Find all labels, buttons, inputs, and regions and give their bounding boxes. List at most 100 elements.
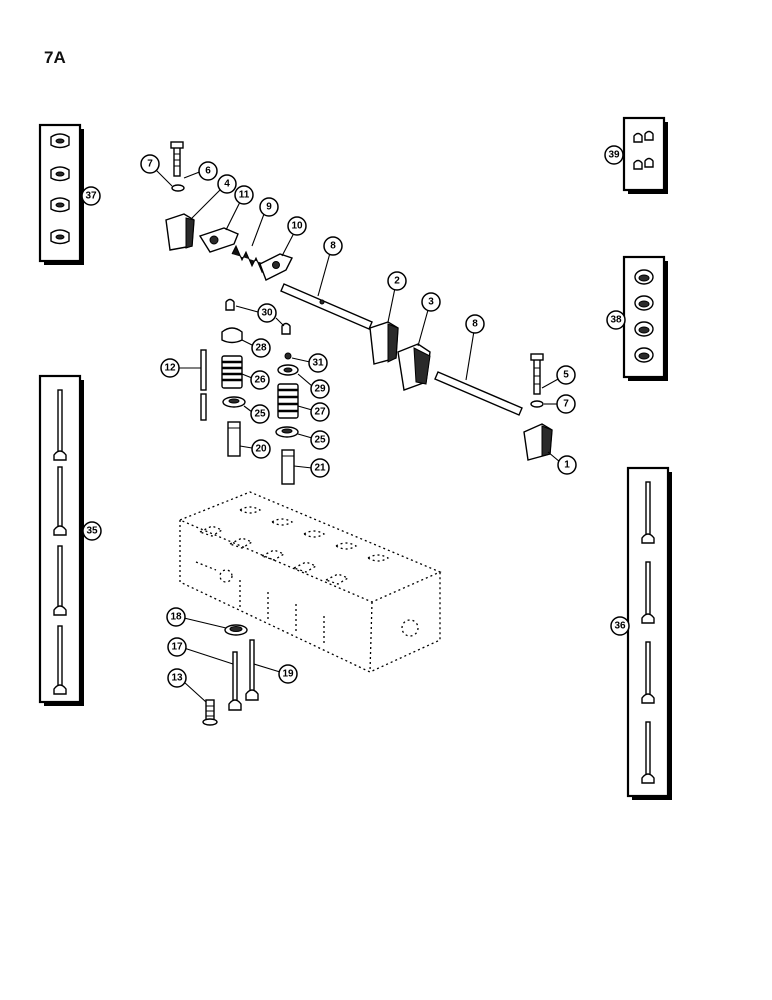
svg-text:20: 20 [255,444,267,455]
valve-icon [641,641,655,704]
page-number: 7A [44,48,66,67]
svg-text:10: 10 [291,221,303,232]
spring-retainer-part [277,364,299,376]
valve-spring-part [221,355,243,389]
callout-7-lower: 7 [556,394,576,414]
callout-12: 12 [160,358,180,378]
callout-29: 29 [310,379,330,399]
shaft-support-part [397,343,431,391]
svg-text:5: 5 [563,370,569,381]
callout-8-lower: 8 [465,314,485,334]
kit-box-38 [622,255,668,381]
svg-text:9: 9 [266,202,272,213]
callout-38: 38 [606,310,626,330]
svg-text:4: 4 [224,179,230,190]
valve-guide-part [227,421,241,457]
callout-5: 5 [556,365,576,385]
callout-8-upper: 8 [323,236,343,256]
svg-text:29: 29 [314,384,326,395]
retainer-cap-icon [50,229,70,245]
bolt-part [170,141,184,177]
svg-text:8: 8 [330,241,336,252]
valve-seat-insert-part [224,624,248,636]
valve-icon [641,481,655,544]
retainer-cap-icon [50,133,70,149]
svg-text:36: 36 [614,621,626,632]
callout-30: 30 [257,303,277,323]
callout-21: 21 [310,458,330,478]
kit-box-39 [622,116,668,194]
spring-seat-part [275,426,299,438]
cylinder-head-outline [178,491,442,673]
callout-2: 2 [387,271,407,291]
callout-13: 13 [167,668,187,688]
svg-text:38: 38 [610,315,622,326]
retainer-cap-icon [50,197,70,213]
callout-1: 1 [557,455,577,475]
valve-keeper-part [225,298,291,335]
svg-text:25: 25 [254,409,266,420]
seal-part [284,352,292,360]
svg-text:31: 31 [312,358,324,369]
callout-39: 39 [604,145,624,165]
valve-guide-part [281,449,295,485]
washer-part [530,400,544,408]
callout-3: 3 [421,292,441,312]
rocker-shaft-part [280,283,373,330]
shaft-spring-part [231,244,267,274]
shaft-support-part [369,321,399,365]
svg-text:27: 27 [314,407,326,418]
svg-text:19: 19 [282,669,294,680]
svg-text:12: 12 [164,363,176,374]
svg-text:26: 26 [254,375,266,386]
svg-text:1: 1 [564,460,570,471]
svg-text:25: 25 [314,435,326,446]
callout-11: 11 [234,185,254,205]
valve-icon [53,545,67,616]
callout-6: 6 [198,161,218,181]
callout-19: 19 [278,664,298,684]
callout-26: 26 [250,370,270,390]
spring-retainer-icon [634,269,654,363]
callout-27: 27 [310,402,330,422]
shaft-support-part [165,213,195,251]
svg-text:7: 7 [147,159,153,170]
svg-text:28: 28 [255,343,267,354]
shaft-support-part [523,423,553,461]
callout-37: 37 [81,186,101,206]
svg-text:17: 17 [171,642,183,653]
svg-text:6: 6 [205,166,211,177]
retainer-cap-icon [50,166,70,182]
valve-icon [53,466,67,536]
spring-seat-part [222,396,246,408]
callout-25-right: 25 [310,430,330,450]
intake-valve-part [245,639,259,701]
svg-text:7: 7 [563,399,569,410]
callout-31: 31 [308,353,328,373]
valve-cap-part [221,327,243,344]
valve-icon [641,561,655,624]
svg-text:13: 13 [171,673,183,684]
svg-text:3: 3 [428,297,434,308]
callout-36: 36 [610,616,630,636]
svg-text:11: 11 [239,190,250,201]
callout-18: 18 [166,607,186,627]
valve-icon [641,721,655,784]
exhaust-valve-part [228,651,242,711]
valve-icon [53,389,67,461]
svg-text:2: 2 [394,276,400,287]
stud-part [202,699,218,726]
callout-9: 9 [259,197,279,217]
kit-box-37 [38,123,84,265]
callout-28: 28 [251,338,271,358]
rocker-arm-part [259,253,293,281]
callout-25-left: 25 [250,404,270,424]
washer-part [171,184,185,192]
svg-text:18: 18 [170,612,182,623]
rocker-arm-part [198,227,239,253]
rocker-shaft-part [434,371,523,416]
svg-text:21: 21 [314,463,326,474]
callout-7-upper: 7 [140,154,160,174]
valve-icon [53,625,67,695]
